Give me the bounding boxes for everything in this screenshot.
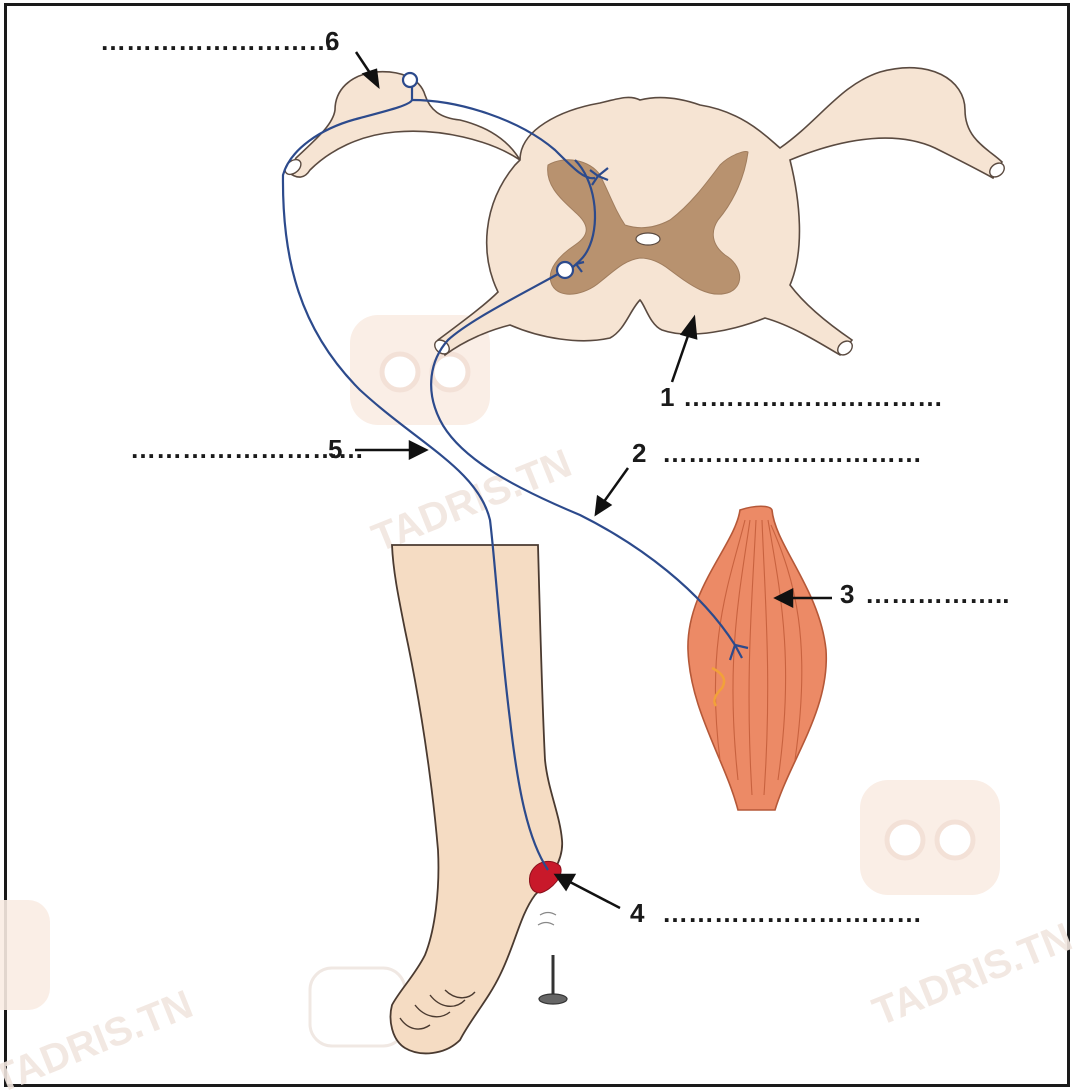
label-1-number: 1 xyxy=(660,382,674,412)
muscle-body xyxy=(688,506,826,810)
label-3-dots: …………….. xyxy=(865,579,1009,609)
impact-mark-2 xyxy=(538,923,554,926)
label-6-number: 6 xyxy=(325,26,339,56)
central-canal xyxy=(636,233,660,245)
arrow-5-head xyxy=(410,442,426,458)
motor-cell-body xyxy=(557,262,573,278)
leg-skin xyxy=(391,545,563,1053)
label-1-dots: ………………………… xyxy=(683,382,943,412)
label-5-number: 5 xyxy=(328,434,342,464)
label-3-number: 3 xyxy=(840,579,854,609)
arrow-2-head xyxy=(596,497,610,514)
arrow-4-line xyxy=(570,882,620,908)
pin-stimulus xyxy=(538,913,567,1005)
watermark-text-right: TADRIS.TN xyxy=(867,915,1076,1035)
watermark-logo-left: TADRIS.TN xyxy=(0,900,199,1092)
spinal-cord xyxy=(282,68,1007,358)
sensory-cell-body xyxy=(403,73,417,87)
label-2-number: 2 xyxy=(632,438,646,468)
label-2-dots: ………………………… xyxy=(662,438,922,468)
arrow-1-line xyxy=(672,330,690,382)
watermark-logo-center: TADRIS.TN xyxy=(350,315,578,561)
impact-mark-1 xyxy=(540,913,556,916)
arrow-4-head xyxy=(556,875,574,889)
label-4-number: 4 xyxy=(630,898,645,928)
arrow-2-line xyxy=(603,468,628,503)
muscle xyxy=(688,506,826,810)
label-4-dots: ………………………… xyxy=(662,898,922,928)
label-6-dots: ……………………… xyxy=(100,26,334,56)
dorsal-root xyxy=(288,72,520,177)
leg-and-foot xyxy=(391,545,563,1053)
